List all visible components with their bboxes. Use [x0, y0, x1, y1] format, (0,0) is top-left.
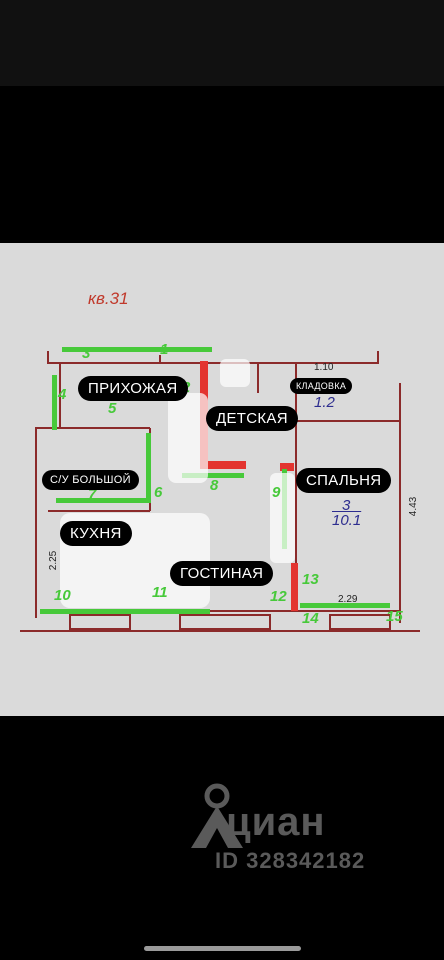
- wall-marker-13: 13: [302, 571, 319, 588]
- room-label-bathroom: С/У БОЛЬШОЙ: [42, 470, 139, 490]
- wall-marker-7: 7: [88, 486, 97, 503]
- wall-marker-3: 3: [82, 345, 91, 362]
- room-label-storage: КЛАДОВКА: [290, 378, 353, 394]
- wall-marker-6: 6: [154, 484, 163, 501]
- wall-marker-8: 8: [210, 477, 219, 494]
- bedroom-width: 2.29: [338, 594, 358, 605]
- wall-marker-10: 10: [54, 587, 71, 604]
- apartment-number: кв.31: [88, 289, 129, 308]
- cian-watermark: [186, 776, 406, 876]
- home-indicator[interactable]: [144, 946, 301, 951]
- top-bar: [0, 0, 444, 86]
- wall-marker-5: 5: [108, 400, 117, 417]
- storage-width: 1.10: [314, 362, 334, 373]
- bedroom-length: 4.43: [408, 496, 420, 517]
- storage-area: 1.2: [314, 394, 335, 411]
- kitchen-height: 2.25: [48, 550, 60, 571]
- wall-marker-4: 4: [58, 386, 67, 403]
- room-label-living-room: ГОСТИНАЯ: [170, 561, 274, 586]
- cian-brand-name: циан: [226, 800, 326, 844]
- wall-marker-15: 15: [386, 608, 403, 625]
- room-label-bedroom: СПАЛЬНЯ: [296, 468, 392, 493]
- room-label-kitchen: КУХНЯ: [60, 521, 132, 546]
- wall-marker-11: 11: [152, 584, 168, 601]
- bedroom-number: 3: [342, 497, 351, 514]
- bedroom-area: 10.1: [332, 512, 362, 529]
- wall-marker-9: 9: [272, 484, 281, 501]
- wall-marker-1: 1: [160, 341, 169, 358]
- listing-id: ID 328342182: [215, 848, 366, 873]
- room-label-hallway: ПРИХОЖАЯ: [78, 376, 188, 401]
- room-label-nursery: ДЕТСКАЯ: [206, 406, 298, 431]
- wall-marker-14: 14: [302, 610, 319, 627]
- floor-plan-photo[interactable]: кв.31 1.10 1.2 4.43 2.29 2.25 3 10.1 1 2…: [0, 243, 444, 716]
- wall-marker-12: 12: [270, 588, 287, 605]
- location-pin-icon: [191, 783, 243, 848]
